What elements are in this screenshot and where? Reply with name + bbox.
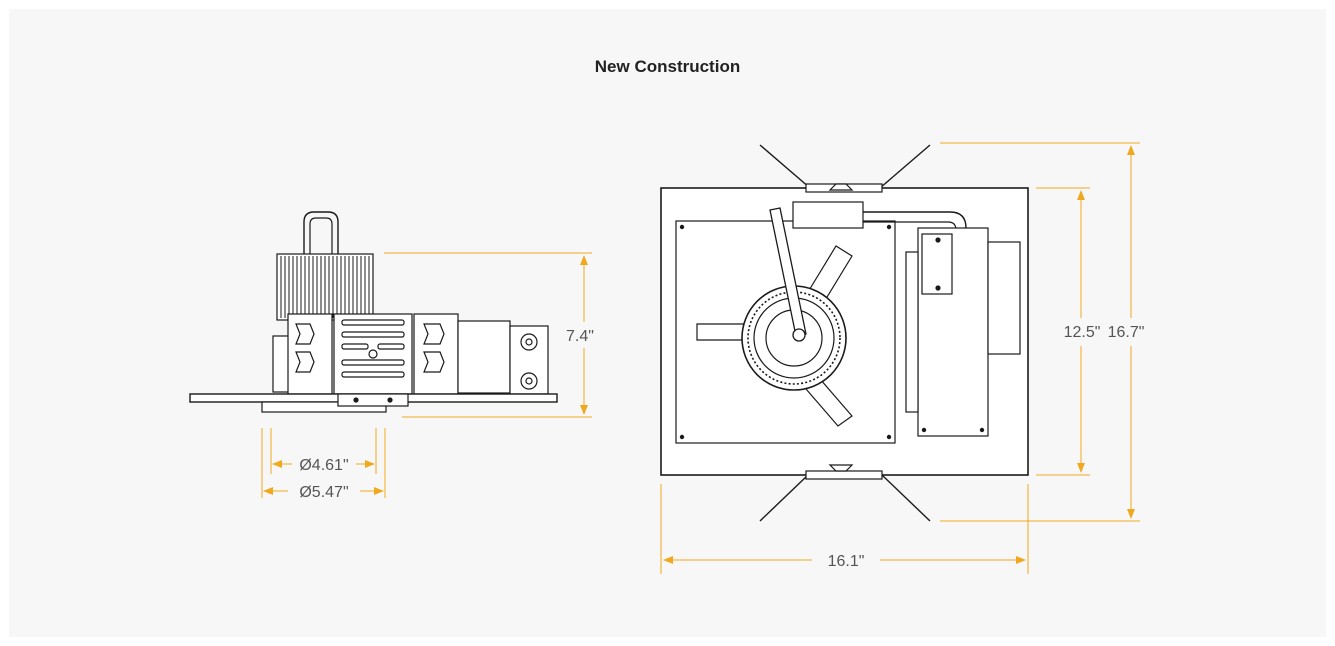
plan-view	[660, 144, 1029, 522]
side-dimensions	[261, 252, 592, 498]
outer-diameter-label: Ø5.47"	[299, 484, 348, 501]
plan-width-label: 16.1"	[828, 553, 865, 570]
plan-outer-height-label: 16.7"	[1108, 324, 1145, 341]
page-title: New Construction	[594, 57, 741, 76]
side-height-label: 7.4"	[566, 328, 594, 345]
plan-inner-height-label: 12.5"	[1064, 324, 1101, 341]
inner-diameter-label: Ø4.61"	[299, 457, 348, 474]
side-view	[189, 211, 558, 413]
plan-dimensions	[660, 142, 1140, 574]
ring-fins	[747, 291, 841, 385]
heatsink-fins	[280, 256, 370, 318]
lamp-arm	[769, 207, 807, 342]
